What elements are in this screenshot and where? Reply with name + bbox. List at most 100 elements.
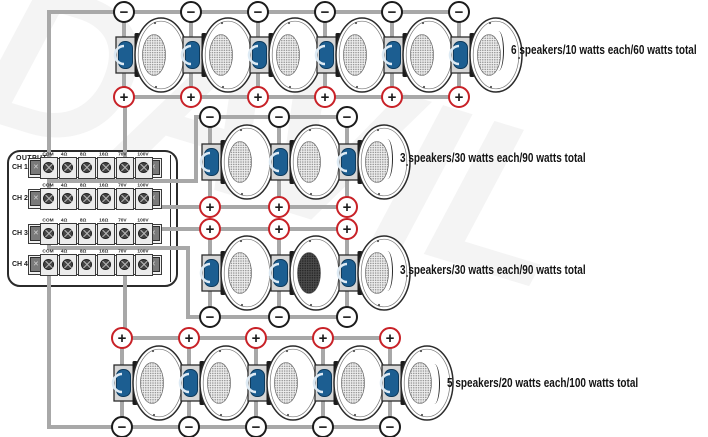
terminal-cell <box>134 157 153 179</box>
polarity-node-minus: − <box>379 416 401 437</box>
polarity-node-minus: − <box>268 306 290 328</box>
speaker-grille <box>228 141 252 183</box>
terminal-screw <box>43 228 55 239</box>
ceiling-speaker <box>199 120 289 209</box>
terminal-screw <box>81 259 93 270</box>
ceiling-speaker <box>247 13 337 102</box>
ceiling-speaker <box>178 341 268 430</box>
polarity-node-plus: + <box>379 327 401 349</box>
channel-label: CH 3 <box>12 230 28 237</box>
polarity-node-minus: − <box>336 306 358 328</box>
terminal-tap-label: COM <box>42 152 54 157</box>
polarity-node-minus: − <box>180 1 202 23</box>
ceiling-speaker <box>379 341 469 430</box>
terminal-screw <box>81 228 93 239</box>
row-brace <box>429 364 440 404</box>
terminal-tap-label: 8Ω <box>79 249 87 254</box>
speaker-grille <box>274 362 298 404</box>
polarity-node-minus: − <box>268 106 290 128</box>
terminal-screw <box>43 162 55 173</box>
terminal-tap-label: 16Ω <box>99 183 109 188</box>
polarity-node-plus: + <box>180 86 202 108</box>
row-wattage-label: 3 speakers/30 watts each/90 watts total <box>400 151 586 165</box>
terminal-screw <box>62 259 74 270</box>
wire-segment <box>47 262 51 429</box>
polarity-node-minus: − <box>178 416 200 437</box>
polarity-node-plus: + <box>111 327 133 349</box>
row-wattage-label: 3 speakers/30 watts each/90 watts total <box>400 263 586 277</box>
terminal-cell <box>58 254 77 276</box>
terminal-screw <box>100 193 112 204</box>
wire-segment <box>47 10 126 14</box>
terminal-screw <box>119 162 131 173</box>
terminal-cell <box>115 157 134 179</box>
polarity-node-plus: + <box>312 327 334 349</box>
polarity-node-plus: + <box>199 218 221 240</box>
speaker-transformer <box>204 259 219 287</box>
speaker-grille <box>142 34 166 76</box>
terminal-screw <box>62 193 74 204</box>
terminal-tap-label: 70V <box>118 152 127 157</box>
terminal-screw <box>100 162 112 173</box>
terminal-tap-label: 70V <box>118 249 127 254</box>
speaker-grille <box>209 34 233 76</box>
polarity-node-minus: − <box>314 1 336 23</box>
terminal-screw <box>119 193 131 204</box>
terminal-tap-label: 4Ω <box>60 218 68 223</box>
terminal-screw <box>81 193 93 204</box>
channel-label: CH 2 <box>12 195 28 202</box>
polarity-node-plus: + <box>113 86 135 108</box>
terminal-tap-label: 70V <box>118 183 127 188</box>
terminal-cell <box>58 157 77 179</box>
speaker-grille <box>228 252 252 294</box>
wire-segment <box>47 10 51 170</box>
polarity-node-minus: − <box>336 106 358 128</box>
polarity-node-minus: − <box>381 1 403 23</box>
wire-segment <box>128 227 212 231</box>
row-brace <box>382 139 393 179</box>
polarity-node-minus: − <box>247 1 269 23</box>
terminal-cell <box>134 223 153 245</box>
speaker-transformer <box>384 369 399 397</box>
polarity-node-plus: + <box>178 327 200 349</box>
polarity-node-minus: − <box>113 1 135 23</box>
row-wattage-label: 6 speakers/10 watts each/60 watts total <box>511 43 697 57</box>
terminal-tap-label: 4Ω <box>60 249 68 254</box>
ceiling-speaker <box>199 231 289 320</box>
wire-segment <box>186 246 190 319</box>
terminal-cell <box>134 254 153 276</box>
polarity-node-minus: − <box>245 416 267 437</box>
polarity-node-plus: + <box>336 196 358 218</box>
terminal-tap-label: 8Ω <box>79 183 87 188</box>
terminal-cell <box>96 188 115 210</box>
speaker-transformer <box>341 148 356 176</box>
polarity-node-plus: + <box>314 86 336 108</box>
terminal-cell <box>77 223 96 245</box>
speaker-transformer <box>273 148 288 176</box>
terminal-tap-label: COM <box>42 249 54 254</box>
channel-label: CH 1 <box>12 164 28 171</box>
polarity-node-plus: + <box>247 86 269 108</box>
terminal-cell <box>77 254 96 276</box>
speaker-transformer <box>250 369 265 397</box>
terminal-screw <box>119 228 131 239</box>
speaker-grille <box>410 34 434 76</box>
terminal-tap-label: 100V <box>137 152 149 157</box>
terminal-strip-ch3: ✕✕ <box>28 223 162 245</box>
ceiling-speaker <box>245 341 335 430</box>
row-brace <box>382 251 393 291</box>
polarity-node-minus: − <box>111 416 133 437</box>
speaker-transformer <box>341 259 356 287</box>
terminal-screw <box>62 162 74 173</box>
terminal-tap-label: 16Ω <box>99 218 109 223</box>
speaker-transformer <box>252 41 267 69</box>
terminal-tap-label: 4Ω <box>60 152 68 157</box>
speaker-grille <box>297 252 321 294</box>
speaker-grille <box>207 362 231 404</box>
terminal-cell <box>134 188 153 210</box>
speaker-transformer <box>118 41 133 69</box>
wire-segment <box>123 262 127 340</box>
speaker-transformer <box>204 148 219 176</box>
terminal-tap-label: 70V <box>118 218 127 223</box>
